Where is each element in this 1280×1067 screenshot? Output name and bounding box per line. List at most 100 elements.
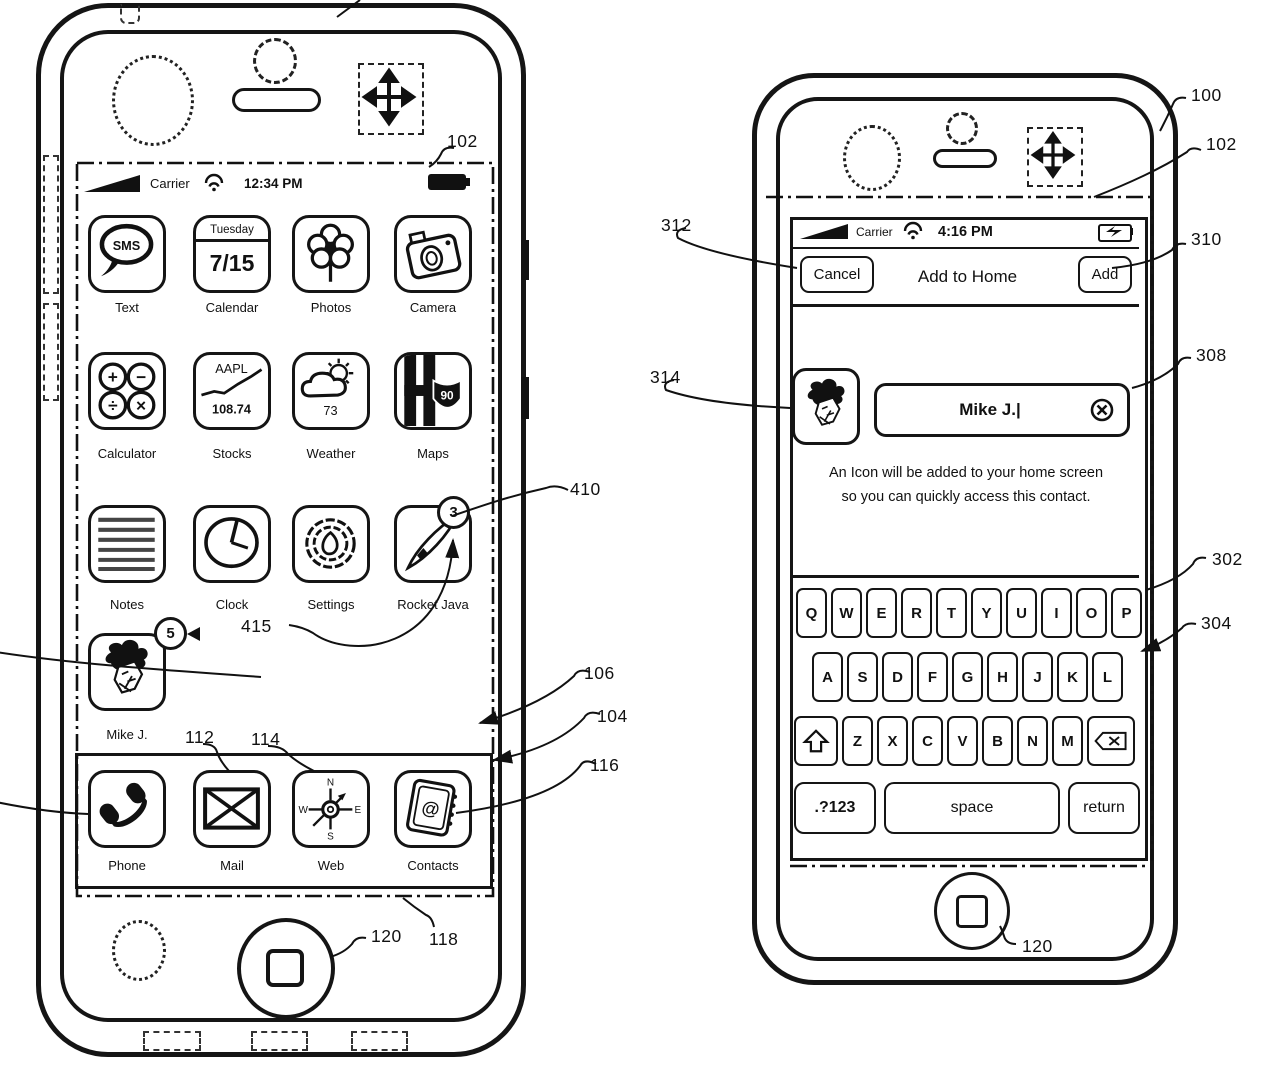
calc-divide: ÷ [108,395,118,415]
volume-button-2 [43,303,59,401]
right-wifi-icon [903,221,923,240]
home-button-left-square [266,949,304,987]
leader-102-left [428,146,455,168]
key-c: C [912,716,943,766]
key-h: H [987,652,1018,702]
contacts-at-sign: @ [420,797,441,820]
ref-120-right: 120 [1022,936,1053,956]
app-label-stocks: Stocks [212,446,252,461]
ref-104: 104 [597,706,628,726]
ref-304: 304 [1201,613,1232,633]
app-label-settings: Settings [307,597,355,612]
app-label-calculator: Calculator [97,446,157,461]
compass-n: N [327,778,334,789]
battery-nub [466,178,470,186]
add-button-label: Add [1091,266,1119,283]
app-icon-stocks: AAPL 108.74 [193,352,271,430]
dock-icon-web: N E S W [292,770,370,848]
app-label-notes: Notes [110,597,144,612]
app-label-calendar: Calendar [205,300,259,315]
calendar-date: 7/15 [209,250,255,276]
ref-106: 106 [584,663,615,683]
key-a: A [812,652,843,702]
carrier-label: Carrier [150,176,190,191]
leader-116 [455,760,597,814]
key-x: X [877,716,908,766]
right-earpiece-sensor-icon [843,125,901,191]
app-icon-weather: 73 [292,352,370,430]
add-button: Add [1078,256,1132,293]
leader-302 [1145,556,1207,591]
right-battery-charge-icon [1106,226,1122,237]
leader-left-edge-phone [0,801,89,815]
leader-100 [1159,96,1187,132]
key-e: E [866,588,897,638]
app-icon-calendar: Tuesday 7/15 [193,215,271,293]
nav-title: Add to Home [917,267,1018,286]
badge-mike: 5 [154,617,187,650]
app-label-camera: Camera [409,300,457,315]
leader-310 [1111,242,1187,269]
app-label-clock: Clock [215,597,249,612]
compass-e: E [354,805,361,816]
contact-name-field [874,383,1130,437]
keyboard-row-2: A S D F G H J K L [812,652,1123,702]
leader-top-cut [336,0,361,18]
key-w: W [831,588,862,638]
key-numbers: .?123 [794,782,876,834]
key-z: Z [842,716,873,766]
app-icon-camera [394,215,472,293]
key-u: U [1006,588,1037,638]
battery-icon [428,174,466,190]
key-y: Y [971,588,1002,638]
move-arrows-icon [361,67,417,127]
touchscreen-boundary-left [75,161,495,898]
ref-302: 302 [1212,549,1243,569]
app-icon-settings [292,505,370,583]
dock-label-contacts: Contacts [407,858,459,873]
key-g: G [952,652,983,702]
wifi-icon [204,173,224,192]
leader-415 [288,538,460,647]
ref-114: 114 [251,729,281,749]
sms-bubble-text: SMS [113,238,141,253]
key-space: space [884,782,1060,834]
keyboard-row-3: Z X C V B N M [794,716,1135,766]
home-button-right [934,872,1010,950]
right-front-camera-icon [946,112,978,145]
cancel-button-label: Cancel [813,266,861,283]
key-return: return [1068,782,1140,834]
volume-button-1 [43,155,59,294]
right-move-arrows-icon [1030,130,1076,180]
leader-410 [451,485,569,517]
front-camera-icon [253,38,297,84]
ref-102-left: 102 [447,131,478,151]
app-icon-photos [292,215,370,293]
key-shift [794,716,838,766]
ref-415: 415 [241,616,272,636]
badge-mike-count: 5 [166,625,175,642]
right-carrier-label: Carrier [856,225,893,239]
leader-120-right [999,925,1017,945]
move-handle-box [358,63,424,135]
calc-minus: − [136,367,146,387]
key-p: P [1111,588,1142,638]
ref-100: 100 [1191,85,1222,105]
contact-photo-icon [792,368,860,445]
leader-118 [402,897,435,928]
key-m: M [1052,716,1083,766]
key-d: D [882,652,913,702]
calendar-day: Tuesday [196,218,268,242]
note-line-1: An Icon will be added to your home scree… [828,465,1104,481]
right-nav-bar [793,247,1139,307]
dock-label-phone: Phone [108,858,146,873]
app-icon-calculator: + − ÷ × [88,352,166,430]
ref-116: 116 [590,755,620,775]
key-k: K [1057,652,1088,702]
status-time: 12:34 PM [244,176,303,191]
app-label-rocket-java: Rocket Java [397,597,469,612]
note-line-2: so you can quickly access this contact. [841,489,1091,505]
leader-312 [676,227,798,269]
